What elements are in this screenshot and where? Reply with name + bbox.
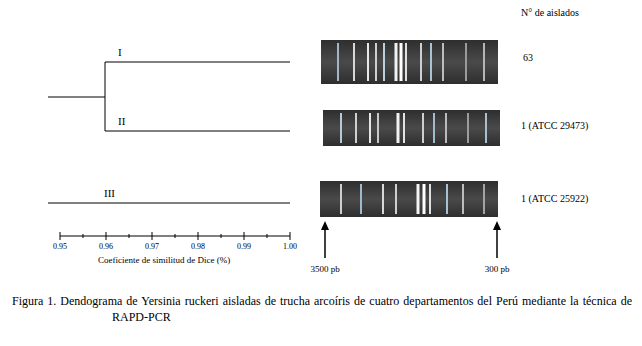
gel-lane-1: [321, 40, 498, 84]
size-marker-arrows: [321, 221, 501, 258]
axis-tick-label: 0.97: [145, 243, 159, 252]
axis-tick-label: 0.99: [237, 243, 251, 252]
isolate-count: 1 (ATCC 29473): [521, 120, 588, 131]
axis-title: Coeficiente de similitud de Dice (%): [98, 256, 230, 266]
cluster-label: I: [118, 46, 122, 58]
dendrogram-lines: [48, 62, 290, 203]
axis-tick-label: 1.00: [283, 243, 297, 252]
cluster-label: II: [118, 115, 125, 127]
axis-tick-label: 0.95: [53, 243, 67, 252]
isolate-count: 63: [523, 52, 533, 63]
size-marker-label: 3500 pb: [310, 265, 339, 275]
column-header: N° de aislados: [521, 7, 579, 18]
size-marker-label: 300 pb: [485, 265, 510, 275]
axis-tick-label: 0.98: [191, 243, 205, 252]
isolate-count: 1 (ATCC 25922): [521, 193, 588, 204]
figure-caption: Figura 1. Dendograma de Yersinia ruckeri…: [12, 293, 632, 325]
cluster-label: III: [104, 187, 115, 199]
similarity-axis: [60, 232, 290, 240]
gel-lane-2: [323, 110, 500, 146]
axis-tick-label: 0.96: [99, 243, 113, 252]
gel-lane-3: [320, 181, 498, 217]
